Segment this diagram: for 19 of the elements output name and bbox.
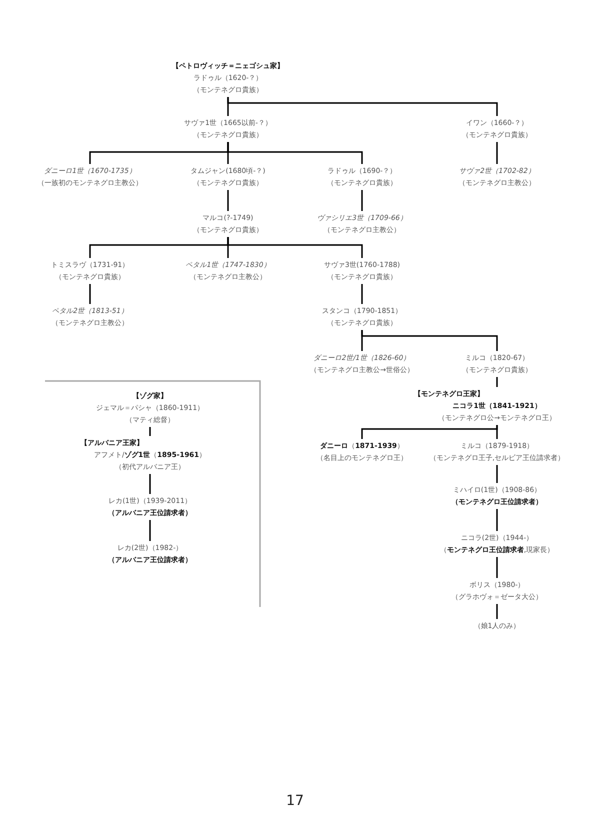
family-line [89,284,91,304]
family-line [227,190,229,211]
family-line [361,330,498,351]
family-line [227,97,498,116]
family-line [149,520,151,541]
family-line [496,142,498,164]
family-line [361,190,363,211]
family-line [496,557,498,578]
family-line [361,284,363,304]
family-line [227,142,363,164]
family-line [496,509,498,531]
family-line [496,604,498,619]
page-number: 17 [286,793,304,809]
family-line [496,377,498,387]
family-line [149,474,151,494]
family-line [496,425,498,439]
family-line [496,465,498,483]
family-line [227,237,363,258]
family-line [149,427,151,436]
